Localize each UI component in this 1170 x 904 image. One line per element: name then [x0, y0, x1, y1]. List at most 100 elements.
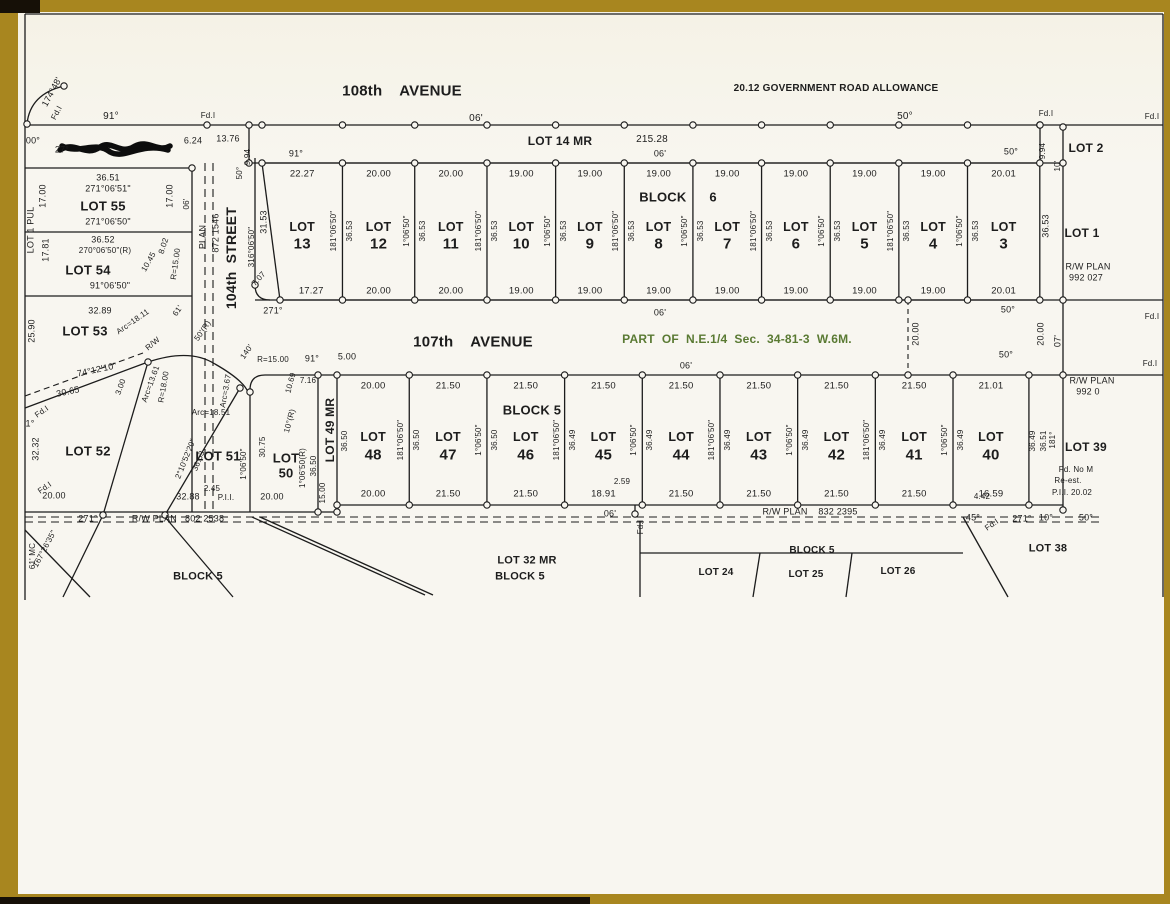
bearing-label: 91°: [103, 111, 119, 122]
lot-4-top-width: 19.00: [920, 168, 946, 180]
lot-number-6: 6: [791, 235, 801, 253]
dimension-label: 20.00: [910, 322, 921, 346]
bearing-label: 271°: [1012, 513, 1032, 524]
dimension-label: 215.28: [636, 134, 668, 145]
dimension-label: 36.53: [695, 220, 705, 242]
rw-plan-label: R/W PLAN 802 2538: [131, 513, 225, 524]
bearing-label: 1°06'50": [954, 215, 964, 247]
block-label-5: BLOCK 5: [502, 402, 562, 418]
dimension-label: 36.50: [340, 430, 349, 452]
bearing-label: 10°: [1038, 512, 1054, 523]
bearing-label: 270°06'50"(R): [78, 246, 132, 255]
lot-number-43: 43: [750, 446, 768, 464]
bearing-label: 50°: [897, 111, 913, 122]
lot-number-5: 5: [860, 235, 869, 253]
bearing-label: 06': [469, 113, 483, 124]
lot-label-26: LOT 26: [880, 566, 916, 577]
lot-label-39: LOT 39: [1065, 440, 1107, 454]
bearing-label: 27°: [54, 144, 70, 155]
lot-label-25: LOT 25: [788, 569, 824, 580]
dimension-label: 20.00: [1035, 322, 1046, 346]
lot-3-bottom-width: 20.01: [991, 285, 1017, 297]
lot-6-top-width: 19.00: [783, 168, 809, 180]
lot-number-5: LOT: [851, 219, 878, 234]
dimension-label: 32.89: [88, 305, 112, 316]
dimension-label: 36.53: [627, 220, 637, 242]
lot-47-top-width: 21.50: [435, 380, 461, 392]
block-label: BLOCK 5: [789, 545, 835, 556]
dimension-label: 36.53: [833, 220, 843, 242]
lot-number-11: 11: [442, 235, 459, 253]
bearing-label: 50°: [1000, 304, 1016, 315]
lot-6-bottom-width: 19.00: [783, 285, 809, 297]
scan-edge-left: [0, 0, 18, 904]
curve-label: R=15.00: [257, 355, 289, 364]
dimension-label: 36.53: [970, 220, 980, 242]
lot-number-48: LOT: [360, 429, 386, 444]
lot-label-55: LOT 55: [80, 198, 126, 214]
bearing-label: 181°06'50": [885, 210, 895, 252]
dimension-label: 7.16: [299, 376, 317, 385]
lot-number-12: 12: [370, 235, 388, 253]
lot-number-44: LOT: [668, 429, 694, 444]
lot-label-49mr: LOT 49 MR: [323, 397, 337, 463]
lot-8-top-width: 19.00: [646, 168, 671, 180]
lot-44-top-width: 21.50: [668, 380, 694, 392]
lot-number-9: LOT: [577, 219, 603, 234]
found-iron-marker: Fd.I: [1142, 359, 1158, 368]
dimension-label: 31.53: [258, 210, 269, 234]
dimension-label: 36.53: [764, 220, 774, 242]
lot-label-50: 50: [278, 465, 294, 481]
lot-43-top-width: 21.50: [746, 380, 772, 392]
lot-44-bottom-width: 21.50: [668, 488, 694, 500]
lot-number-41: LOT: [901, 429, 927, 444]
lot-4-bottom-width: 19.00: [920, 285, 946, 297]
dimension-label: 36.50: [489, 429, 499, 451]
lot-13-bottom-width: 17.27: [298, 285, 324, 297]
lot-number-45: 45: [594, 446, 612, 464]
lot-number-13: LOT: [289, 219, 316, 234]
lot-47-bottom-width: 21.50: [435, 488, 461, 500]
lot-11-top-width: 20.00: [438, 168, 464, 180]
lot-number-40: 40: [982, 446, 1000, 464]
lot-number-47: LOT: [435, 429, 461, 444]
dimension-label: 36.49: [645, 429, 655, 451]
lot-13-top-width: 22.27: [289, 168, 315, 180]
lot-label-32mr: LOT 32 MR: [497, 554, 557, 567]
lot-number-10: 10: [512, 235, 530, 253]
dimension-label: 36.53: [558, 220, 568, 242]
pii-label: P.I.I.: [217, 493, 235, 502]
dimension-label: 2.59: [613, 477, 631, 486]
lot-10-bottom-width: 19.00: [508, 285, 534, 297]
bearing-label: 1°06'50": [784, 424, 794, 456]
paper: [18, 12, 1164, 894]
dimension-label: 36.49: [956, 429, 966, 451]
bearing-label: 271°06'51": [85, 183, 131, 194]
bearing-label: 271°: [78, 513, 98, 524]
dimension-label: 17.00: [37, 184, 48, 208]
lot-5-top-width: 19.00: [852, 168, 877, 180]
lot-9-bottom-width: 19.00: [577, 285, 603, 297]
lot-label-2: LOT 2: [1068, 141, 1104, 155]
lot-number-41: 41: [905, 446, 923, 464]
dimension-label: 36.51: [1039, 430, 1048, 452]
scan-edge-top: [0, 0, 1170, 12]
dimension-label: 20.00: [260, 491, 284, 502]
found-iron-marker: Fd.I: [200, 111, 216, 120]
lot-label-51: LOT 51: [195, 448, 241, 464]
dimension-label: 2.45: [203, 484, 221, 493]
found-iron-marker: Fd.I: [1038, 109, 1054, 118]
rw-plan-label: R/W PLAN: [1065, 261, 1111, 272]
bearing-label: 1°06'50": [679, 215, 689, 247]
street-label-104th-street: 104th STREET: [223, 206, 239, 310]
dimension-label: 36.53: [345, 220, 355, 242]
lot-48-bottom-width: 20.00: [360, 488, 386, 500]
lot-number-8: LOT: [645, 219, 672, 234]
bearing-label: 91°: [304, 353, 320, 364]
rw-dashed-lines: [24, 163, 1100, 523]
lot-number-12: LOT: [365, 219, 392, 234]
lot-label-54: LOT 54: [65, 262, 111, 278]
bearing-label: 1°06'50": [239, 448, 248, 480]
found-iron-marker: Fd.I: [1144, 112, 1160, 121]
